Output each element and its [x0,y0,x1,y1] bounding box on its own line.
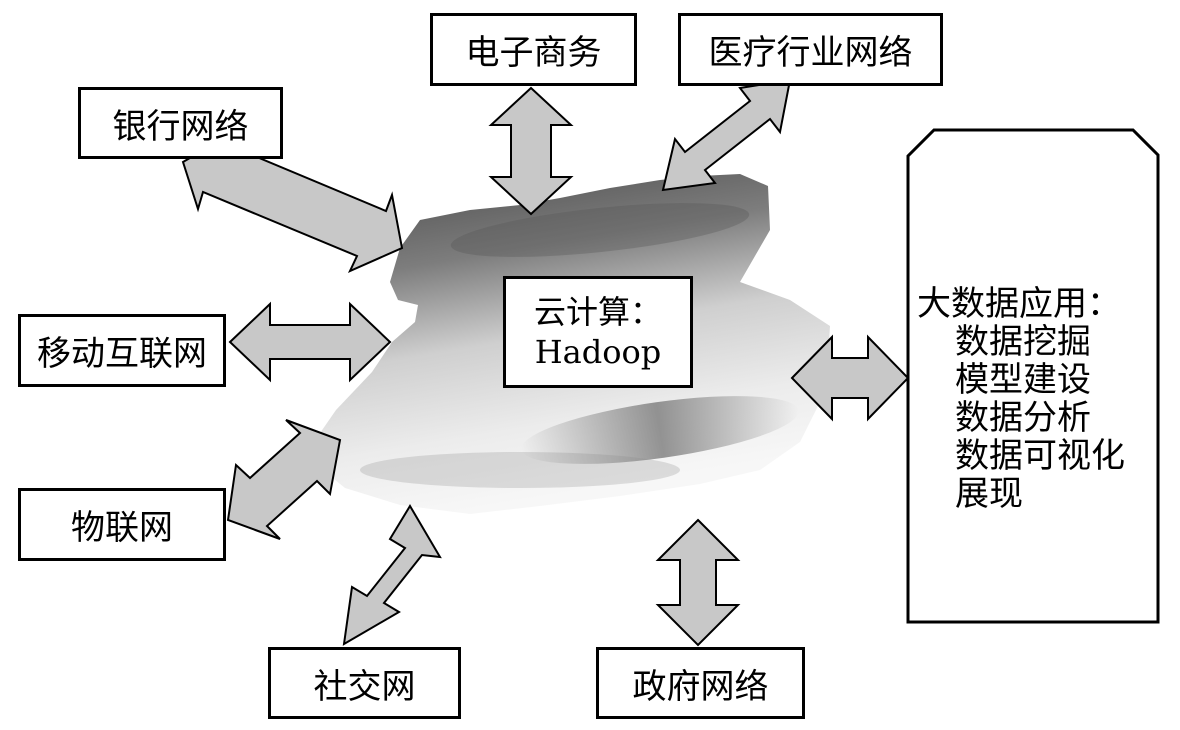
node-social-label: 社交网 [313,666,416,707]
node-mobile-label: 移动互联网 [37,334,207,374]
node-mobile-internet: 移动互联网 [18,314,226,387]
node-medical-network: 医疗行业网络 [678,13,943,86]
center-cloud-computing-box: 云计算： Hadoop [503,276,693,388]
application-item: 模型建设 [955,360,1091,400]
node-iot-label: 物联网 [71,508,173,548]
big-data-applications-panel: 大数据应用： 数据挖掘 模型建设 数据分析 数据可视化 展现 [915,285,1145,513]
node-government-label: 政府网络 [632,666,769,707]
arrow-iot [226,419,342,540]
application-item: 数据挖掘 [955,322,1091,362]
arrow-government [655,518,741,647]
node-bank-network: 银行网络 [78,87,283,159]
node-medical-label: 医疗行业网络 [708,33,913,73]
center-line-1: 云计算： [533,293,662,331]
application-item: 数据分析 [955,398,1091,438]
node-government-network: 政府网络 [596,647,805,719]
application-item: 数据可视化 [955,436,1125,476]
arrow-social [342,504,442,646]
applications-panel-outline [906,128,1160,624]
node-bank-label: 银行网络 [112,106,249,147]
arrow-ecommerce [488,86,574,216]
arrow-mobile [228,301,392,383]
application-item: 展现 [955,474,1023,514]
node-social-network: 社交网 [268,647,461,719]
center-line-2: Hadoop [534,333,662,371]
node-iot: 物联网 [18,488,226,561]
node-ecommerce: 电子商务 [430,13,637,86]
arrow-medical [661,78,792,192]
node-ecommerce-label: 电子商务 [465,33,602,73]
applications-title: 大数据应用： [917,284,1121,324]
